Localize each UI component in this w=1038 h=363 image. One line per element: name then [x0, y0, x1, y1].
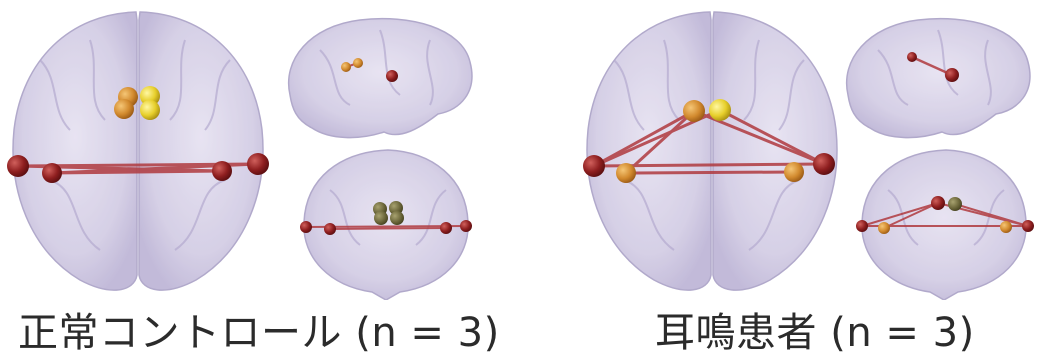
- node: [386, 70, 398, 82]
- node: [341, 62, 351, 72]
- node: [140, 100, 160, 120]
- node: [460, 220, 472, 232]
- node: [907, 52, 917, 62]
- node: [709, 99, 731, 121]
- node: [7, 155, 29, 177]
- node: [1000, 221, 1012, 233]
- node: [948, 197, 962, 211]
- node: [114, 99, 134, 119]
- node: [247, 153, 269, 175]
- control-sagittal-brain: [289, 19, 472, 138]
- node: [42, 163, 62, 183]
- tinnitus-sagittal-brain: [847, 19, 1030, 138]
- node: [1022, 220, 1034, 232]
- node: [683, 100, 705, 122]
- node: [300, 221, 312, 233]
- control-axial-brain: [13, 12, 263, 290]
- node: [878, 222, 890, 234]
- node: [374, 211, 388, 225]
- node: [583, 155, 605, 177]
- node: [931, 196, 945, 210]
- node: [616, 163, 636, 183]
- node: [945, 68, 959, 82]
- node: [390, 211, 404, 225]
- tinnitus-caption: 耳鳴患者 (n = 3): [655, 300, 975, 358]
- brain-network-figure: [0, 0, 1038, 300]
- node: [212, 161, 232, 181]
- node: [856, 220, 868, 232]
- node: [784, 162, 804, 182]
- node: [813, 153, 835, 175]
- control-caption: 正常コントロール (n = 3): [18, 300, 500, 358]
- node: [440, 222, 452, 234]
- node: [353, 58, 363, 68]
- node: [324, 223, 336, 235]
